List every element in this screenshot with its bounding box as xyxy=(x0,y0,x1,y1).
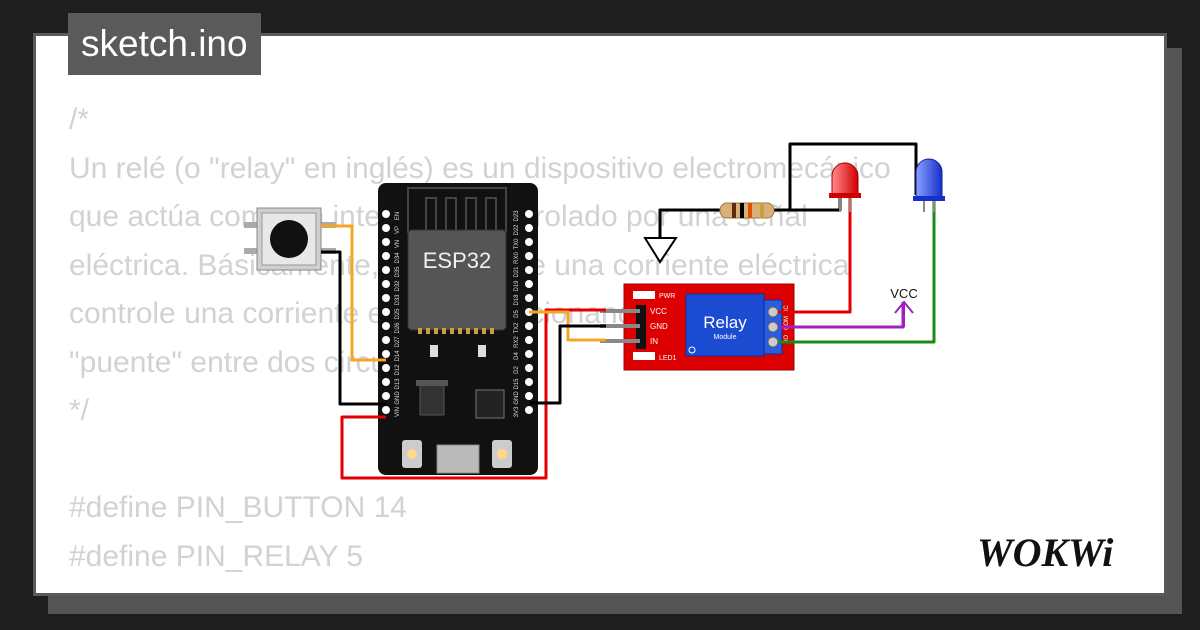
pin-label: D4 xyxy=(514,352,520,360)
pin-label: GND xyxy=(395,391,401,405)
wire-button-gnd xyxy=(321,250,386,406)
code-line: #define PIN_RELAY 5 xyxy=(69,539,364,573)
terminal-screw xyxy=(767,321,779,333)
pin-label: D2 xyxy=(514,366,520,374)
pin-label: D25 xyxy=(395,308,401,320)
pin-label: D5 xyxy=(514,310,520,318)
wire-com-vcc xyxy=(778,302,905,329)
filename-label: sketch.ino xyxy=(68,13,261,75)
pin-label: D21 xyxy=(514,266,520,278)
button-cap[interactable] xyxy=(270,220,308,258)
esp32-board: ESP32 xyxy=(378,183,538,475)
pin-label: D14 xyxy=(395,350,401,362)
pin-label: D34 xyxy=(395,252,401,264)
pin-label: EN xyxy=(395,212,401,220)
red-led[interactable] xyxy=(829,162,861,212)
micro-usb-port xyxy=(436,444,480,474)
pwr-label: PWR xyxy=(659,293,675,300)
pin-label: D12 xyxy=(395,364,401,376)
pin-label: TX0 xyxy=(514,238,520,250)
ground-symbol xyxy=(643,237,678,264)
pin-label: D33 xyxy=(395,294,401,306)
voltage-regulator xyxy=(419,384,445,416)
wire-no-blue-led xyxy=(778,200,936,344)
pushbutton[interactable] xyxy=(244,207,336,271)
pin-label: VP xyxy=(395,226,401,234)
wire-vin-vcc xyxy=(340,308,606,480)
pin-label: GND xyxy=(514,391,520,405)
pin-label: D35 xyxy=(395,266,401,278)
wire-resistor-leds xyxy=(773,142,918,212)
wokwi-logo: WOKWi xyxy=(977,530,1113,575)
terminal-label: NC xyxy=(784,305,790,314)
pin-label: TX2 xyxy=(514,322,520,334)
relay-pin-label: GND xyxy=(650,322,668,331)
pin-label: D26 xyxy=(395,322,401,334)
code-line: */ xyxy=(69,394,90,427)
pin-label: D22 xyxy=(514,224,520,236)
terminal-screw xyxy=(767,336,779,348)
code-line: /* xyxy=(69,103,90,136)
en-button-cap xyxy=(407,449,417,459)
relay-block xyxy=(685,293,765,357)
terminal-screw xyxy=(767,306,779,318)
wire-nc-red-led xyxy=(778,195,852,314)
blue-led[interactable] xyxy=(913,158,945,212)
relay-header-pins xyxy=(600,309,640,343)
pin-label: 3V3 xyxy=(514,406,520,417)
pin-label: D18 xyxy=(514,294,520,306)
led1 xyxy=(633,352,655,360)
wire-gnd-gnd xyxy=(529,324,606,405)
wire-button-d14 xyxy=(321,224,386,362)
pin-label: RX0 xyxy=(514,252,520,264)
vcc-symbol: VCC xyxy=(890,286,918,327)
pin-label: D32 xyxy=(395,280,401,292)
pin-label: D27 xyxy=(395,336,401,348)
wire-resistor-gnd xyxy=(658,208,720,238)
vcc-label: VCC xyxy=(890,286,917,301)
relay-subtitle: Module xyxy=(714,334,737,341)
relay-title: Relay xyxy=(703,313,747,332)
pin-label: VIN xyxy=(395,407,401,417)
pwr-led xyxy=(633,291,655,299)
usb-chip xyxy=(475,389,505,419)
button-leg xyxy=(244,248,262,254)
pin-label: D19 xyxy=(514,280,520,292)
pin-label: D15 xyxy=(514,378,520,390)
code-line: #define PIN_BUTTON 14 xyxy=(69,491,407,524)
wokwi-logo-text: WOKWi xyxy=(977,530,1113,575)
pin-label: D13 xyxy=(395,378,401,390)
esp32-module xyxy=(407,229,507,331)
terminal-label: COM xyxy=(784,316,790,330)
relay-pin-label: IN xyxy=(650,337,658,346)
regulator-tab xyxy=(416,380,448,386)
esp32-label: ESP32 xyxy=(423,248,492,273)
relay-module: PWR LED1 VCC GND IN Relay Module NO COM … xyxy=(623,283,795,371)
mount-hole xyxy=(688,346,696,354)
relay-pin-label: VCC xyxy=(650,307,667,316)
smd-component xyxy=(430,345,438,357)
pin-header-left xyxy=(382,210,390,414)
terminal-label: NO xyxy=(784,335,790,344)
button-leg xyxy=(244,222,262,228)
pin-header-right xyxy=(525,210,533,414)
smd-component xyxy=(478,345,486,357)
boot-button-cap xyxy=(497,449,507,459)
resistor xyxy=(719,202,775,219)
pin-label: VN xyxy=(395,240,401,248)
pin-label: RX2 xyxy=(514,336,520,348)
relay-header xyxy=(636,305,646,349)
pin-label: D23 xyxy=(514,210,520,222)
led1-label: LED1 xyxy=(659,355,677,362)
